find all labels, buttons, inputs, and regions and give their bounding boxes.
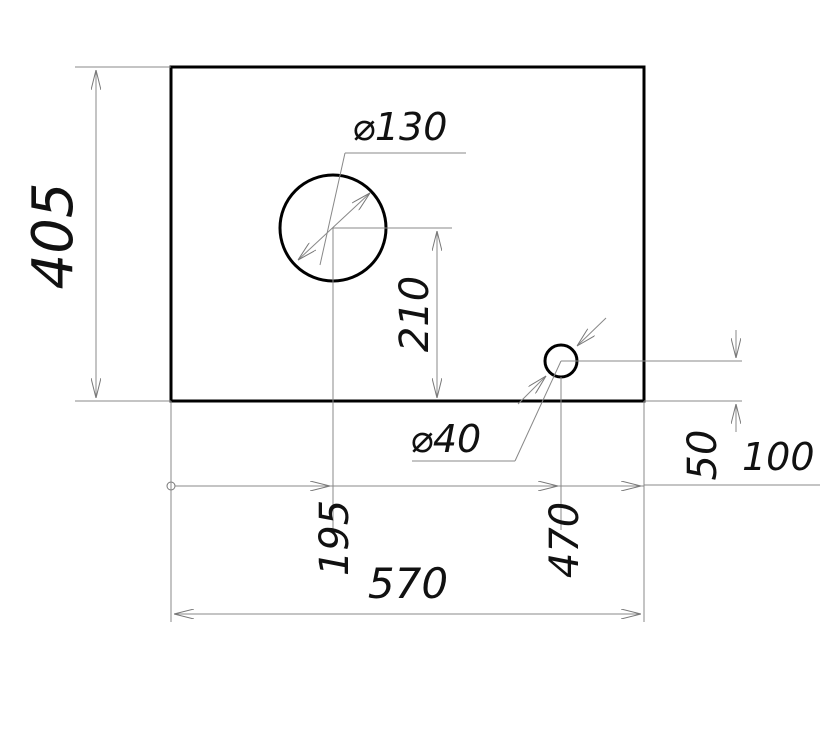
large-hole-height-label: 210 <box>392 276 438 352</box>
small-hole-diameter-label: ⌀40 <box>410 417 481 461</box>
large-hole-diameter-leader <box>298 152 466 266</box>
large-hole-offset-label: 195 <box>312 500 358 576</box>
width-label: 570 <box>368 559 448 608</box>
large-hole-diameter-label: ⌀130 <box>352 105 447 149</box>
small-hole-diameter-leader <box>412 317 607 462</box>
height-label: 405 <box>21 183 86 290</box>
small-hole-offset-label: 470 <box>542 502 588 578</box>
baseline-dimension <box>166 228 645 622</box>
right-dimension-label: 100 <box>742 435 815 479</box>
panel-outline <box>169 65 646 403</box>
small-hole-height-dimension <box>561 330 820 486</box>
height-dimension <box>75 66 171 402</box>
large-hole-height-dimension <box>333 227 452 398</box>
small-hole-height-label: 50 <box>680 430 726 481</box>
